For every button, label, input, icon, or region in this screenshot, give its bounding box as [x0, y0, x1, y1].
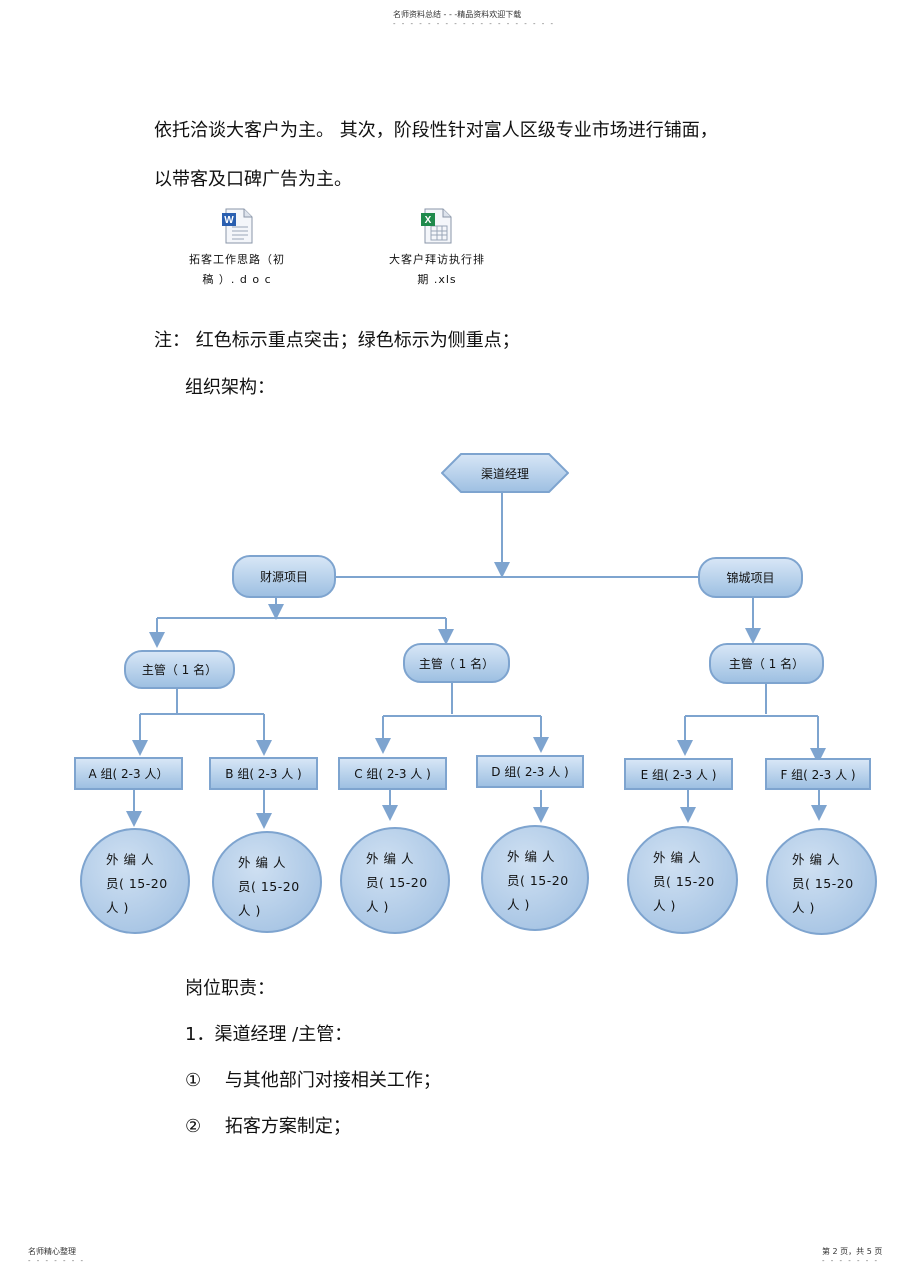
excel-attachment-label[interactable]: 大客户拜访执行排 期 .xls [378, 250, 496, 290]
staff-line2: 员( 15-20 [507, 872, 569, 888]
org-node-supervisor-1: 主管（ 1 名） [124, 650, 235, 689]
org-node-root: 渠道经理 [441, 453, 569, 493]
page-footer-left: 名师精心整理 [28, 1247, 76, 1256]
org-node-group-a: A 组( 2-3 人） [74, 757, 183, 790]
staff-line2: 员( 15-20 [653, 873, 715, 889]
org-node-staff-f: 外 编 人 员( 15-20 人 ) [766, 828, 877, 935]
staff-line2: 员( 15-20 [238, 878, 300, 894]
duty-item-2-text: 拓客方案制定； [224, 1116, 351, 1137]
word-attachment-name-line2: 稿 ）. d o c [202, 272, 272, 286]
root-label: 渠道经理 [480, 466, 529, 481]
org-node-group-b: B 组( 2-3 人 ) [209, 757, 318, 790]
org-node-staff-e: 外 编 人 员( 15-20 人 ) [627, 826, 738, 934]
word-attachment-label[interactable]: 拓客工作思路（初 稿 ）. d o c [178, 250, 296, 290]
org-node-project-jincheng: 锦城项目 [698, 557, 803, 598]
org-node-group-f: F 组( 2-3 人 ) [765, 758, 871, 790]
duty-item-1-marker: ① [185, 1070, 202, 1091]
word-doc-icon[interactable]: W [222, 207, 254, 249]
staff-line3: 人 ) [366, 898, 389, 914]
org-node-group-e: E 组( 2-3 人 ) [624, 758, 733, 790]
org-node-staff-d: 外 编 人 员( 15-20 人 ) [481, 825, 589, 931]
staff-line1: 外 编 人 [653, 850, 701, 865]
staff-line2: 员( 15-20 [366, 874, 428, 890]
duty-heading: 1．渠道经理 /主管： [185, 1024, 353, 1045]
duty-item-1: ① 与其他部门对接相关工作； [185, 1070, 441, 1092]
org-node-group-d: D 组( 2-3 人 ) [476, 755, 584, 788]
staff-line1: 外 编 人 [106, 852, 154, 867]
org-node-supervisor-3: 主管（ 1 名） [709, 643, 824, 684]
org-structure-title: 组织架构： [185, 377, 275, 398]
staff-line1: 外 编 人 [507, 849, 555, 864]
staff-line3: 人 ) [792, 899, 815, 915]
svg-text:W: W [224, 215, 234, 226]
root-hexagon-shape [441, 453, 569, 493]
word-attachment-name-line1: 拓客工作思路（初 [189, 253, 285, 266]
staff-line3: 人 ) [507, 896, 530, 912]
org-node-staff-b: 外 编 人 员( 15-20 人 ) [212, 831, 322, 933]
duties-title: 岗位职责： [185, 978, 275, 999]
duty-item-2-marker: ② [185, 1116, 202, 1137]
org-node-group-c: C 组( 2-3 人 ) [338, 757, 447, 790]
staff-line1: 外 编 人 [792, 852, 840, 867]
org-node-supervisor-2: 主管（ 1 名） [403, 643, 510, 683]
org-node-staff-c: 外 编 人 员( 15-20 人 ) [340, 827, 450, 934]
staff-line1: 外 编 人 [238, 855, 286, 870]
duty-item-2: ② 拓客方案制定； [185, 1116, 351, 1138]
page-footer-right: 第 2 页，共 5 页 [822, 1247, 883, 1256]
staff-line2: 员( 15-20 [106, 875, 168, 891]
page-footer-left-dots: - - - - - - - [28, 1257, 86, 1265]
intro-line-1: 依托洽谈大客户为主。 其次，阶段性针对富人区级专业市场进行铺面， [154, 120, 718, 141]
svg-text:X: X [425, 215, 432, 226]
excel-attachment-name-line2: 期 .xls [417, 272, 457, 286]
staff-line3: 人 ) [106, 899, 129, 915]
org-node-staff-a: 外 编 人 员( 15-20 人 ) [80, 828, 190, 934]
staff-line1: 外 编 人 [366, 851, 414, 866]
staff-line2: 员( 15-20 [792, 875, 854, 891]
excel-xls-icon[interactable]: X [421, 207, 453, 249]
page-header-dots: - - - - - - - - - - - - - - - - - - - [393, 20, 556, 28]
page-header-title: 名师资料总结 - - -精品资料欢迎下载 [393, 10, 522, 19]
staff-line3: 人 ) [238, 902, 261, 918]
org-node-project-caiyuan: 财源项目 [232, 555, 336, 598]
intro-line-2: 以带客及口碑广告为主。 [154, 169, 352, 190]
note-text: 注： 红色标示重点突击；绿色标示为侧重点； [154, 330, 520, 351]
page-footer-right-dots: - - - - - - - [822, 1257, 880, 1265]
staff-line3: 人 ) [653, 897, 676, 913]
duty-item-1-text: 与其他部门对接相关工作； [224, 1070, 441, 1091]
excel-attachment-name-line1: 大客户拜访执行排 [389, 253, 485, 266]
